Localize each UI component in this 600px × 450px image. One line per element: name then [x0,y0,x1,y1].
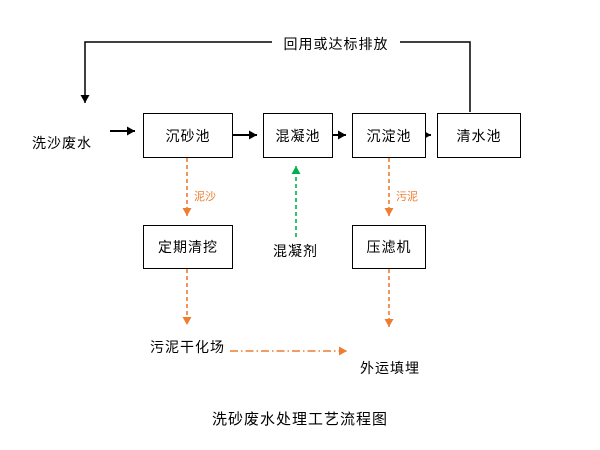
coagulant-label: 混凝剂 [273,244,318,260]
node-grit-chamber: 沉砂池 [143,113,233,158]
node-sedimentation-tank: 沉淀池 [352,113,426,158]
node-filter-press: 压滤机 [352,225,426,269]
sludge-drying-field-label: 污泥干化场 [150,340,225,356]
diagram-title: 洗砂废水处理工艺流程图 [211,410,388,428]
offsite-landfill-label: 外运填埋 [360,361,420,377]
feedback-label: 回用或达标排放 [272,33,400,55]
node-coagulation-tank: 混凝池 [263,113,333,158]
node-clean-water-tank: 清水池 [437,113,521,158]
node-periodic-dredging: 定期清挖 [143,225,233,269]
input-label: 洗沙废水 [32,136,92,152]
sludge-edge-label: 污泥 [396,190,418,203]
sediment-edge-label: 泥沙 [194,190,216,203]
